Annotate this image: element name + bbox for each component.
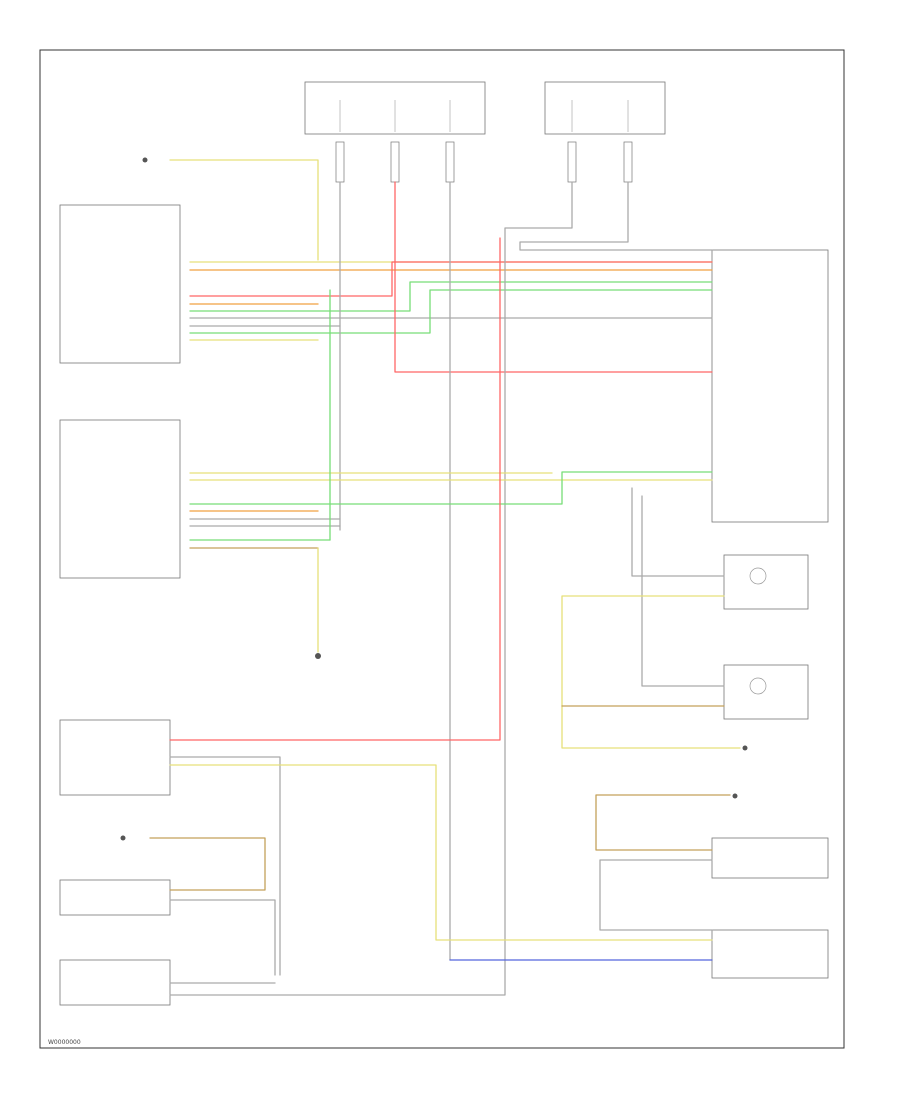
headlight-control-module-box xyxy=(711,249,829,523)
right-tail-light-assembly-box xyxy=(59,959,171,1006)
fuse-box-left xyxy=(304,81,486,183)
left-tail-light-assembly-box xyxy=(711,929,829,979)
right-fog-lamp-icon xyxy=(749,677,767,695)
wires xyxy=(149,159,741,996)
left-front-fog-light-box xyxy=(723,554,809,610)
left-fog-lamp-icon xyxy=(749,567,767,585)
ground-icon xyxy=(120,157,748,841)
right-headlight-box xyxy=(59,419,181,579)
right-front-fog-light-box xyxy=(723,664,809,720)
diagram-footer: W0000000 xyxy=(48,1039,81,1046)
left-headlight-box xyxy=(59,204,181,364)
right-rear-lamp-box xyxy=(59,879,171,916)
fuse-box-right xyxy=(544,81,666,183)
rear-module-box xyxy=(59,719,171,796)
diagram-frame xyxy=(39,49,845,1049)
left-rear-lamp-box xyxy=(711,837,829,879)
